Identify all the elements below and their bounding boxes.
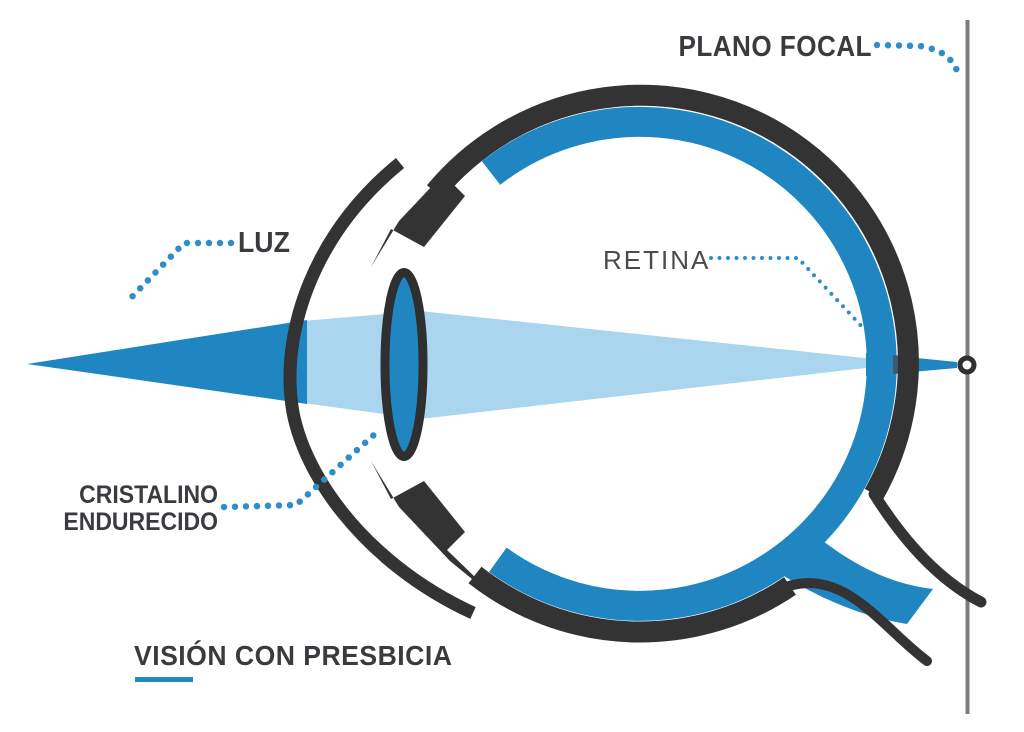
retina-leader [709, 256, 868, 333]
optic-nerve-upper-outline [868, 488, 987, 608]
title-underline [135, 677, 193, 682]
sclera-outline-lower [468, 566, 796, 643]
plano-focal-leader [873, 41, 962, 77]
label-cristalino-endurecido: CRISTALINO ENDURECIDO [45, 482, 218, 536]
sclera-outline-upper [426, 84, 919, 500]
iris-bottom-chevron [371, 461, 505, 606]
label-luz: LUZ [238, 227, 290, 259]
label-plano-focal: PLANO FOCAL [678, 31, 872, 63]
label-cristalino-line1: CRISTALINO [79, 481, 218, 509]
optic-nerve-lower-outline [784, 578, 932, 666]
incoming-light-wedge [27, 320, 307, 404]
page-title: VISIÓN CON PRESBICIA [134, 640, 453, 671]
lens-shape [380, 268, 428, 461]
iris-top-chevron [371, 122, 505, 267]
luz-leader [123, 239, 235, 306]
focal-point-marker [957, 355, 977, 375]
cristalino-leader [220, 429, 380, 511]
label-cristalino-line2: ENDURECIDO [63, 508, 218, 536]
label-retina: RETINA [603, 245, 711, 275]
cornea-curve [283, 157, 476, 619]
light-cone-inside-eye [303, 311, 874, 419]
